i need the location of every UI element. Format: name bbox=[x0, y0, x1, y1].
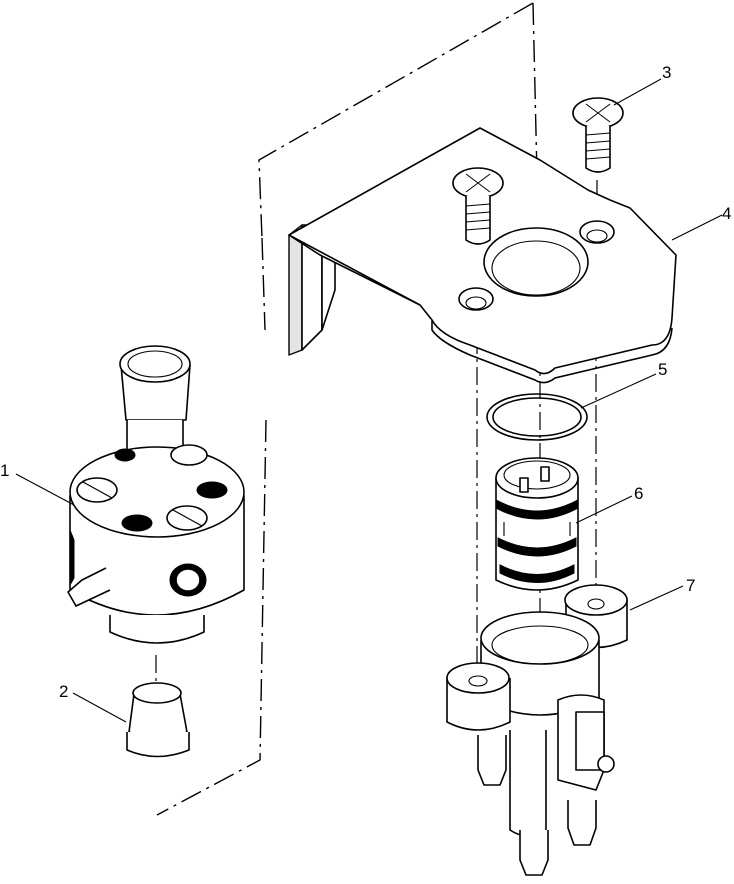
callout-labels: 1 2 3 4 5 6 7 bbox=[0, 63, 731, 701]
callout-1: 1 bbox=[0, 461, 9, 480]
screw-right bbox=[572, 97, 624, 173]
assembly-boundary-lines bbox=[156, 2, 538, 816]
valve-actuator bbox=[67, 345, 245, 644]
mounting-bracket bbox=[288, 127, 677, 384]
callout-6: 6 bbox=[634, 484, 643, 503]
end-cap bbox=[126, 682, 190, 758]
callout-2: 2 bbox=[59, 682, 68, 701]
callout-4: 4 bbox=[722, 204, 731, 223]
valve-cartridge bbox=[495, 457, 579, 591]
valve-body bbox=[446, 584, 628, 876]
callout-3: 3 bbox=[662, 63, 671, 82]
leader-lines bbox=[15, 78, 723, 723]
screw-left bbox=[452, 167, 504, 245]
callout-5: 5 bbox=[658, 360, 667, 379]
o-ring bbox=[486, 393, 588, 441]
callout-7: 7 bbox=[686, 576, 695, 595]
